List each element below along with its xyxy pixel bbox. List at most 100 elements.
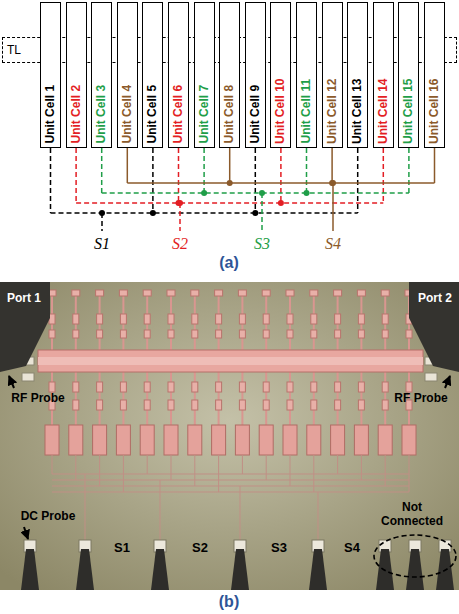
unit-cell-box: Unit Cell 12 <box>322 2 343 148</box>
stub-element <box>311 400 317 410</box>
stub-element <box>49 330 55 338</box>
varactor-block <box>354 425 368 455</box>
stub-line <box>289 372 291 425</box>
stub-element <box>192 400 198 410</box>
leader-arrow <box>9 376 14 388</box>
unit-cell-box: Unit Cell 2 <box>66 2 87 148</box>
bias-line <box>203 148 205 193</box>
probe-label: RF Probe <box>394 391 447 405</box>
cell-label: Unit Cell 7 <box>197 84 211 143</box>
stub-pad <box>143 290 151 296</box>
cell-label: Unit Cell 16 <box>427 78 441 143</box>
cell-label: Unit Cell 8 <box>222 84 236 143</box>
note-label: Not Connected <box>372 500 452 529</box>
cell-label: Unit Cell 1 <box>43 84 57 143</box>
label-anchor: DC Probe <box>21 509 76 523</box>
bias-trace <box>290 455 291 486</box>
pad-name: S1 <box>114 540 130 556</box>
rf-pad <box>425 373 437 381</box>
stub-pad <box>215 290 223 296</box>
bias-bus <box>76 202 383 204</box>
stub-element <box>73 400 79 410</box>
stub-pad <box>96 290 104 296</box>
panel-label: (b) <box>219 592 239 611</box>
label-anchor: Port 1 <box>7 291 41 305</box>
stub-element <box>263 330 269 338</box>
bias-line <box>408 148 410 193</box>
stub-element <box>216 330 222 338</box>
stub-element <box>49 382 55 392</box>
pad-trace <box>318 492 319 540</box>
stub-element <box>97 400 103 410</box>
cell-label: Unit Cell 5 <box>146 84 160 143</box>
stub-line <box>241 372 243 425</box>
unit-cell-box: Unit Cell 10 <box>270 2 291 148</box>
signal-name: S3 <box>254 234 270 253</box>
stub-element <box>358 314 364 324</box>
varactor-block <box>259 425 273 455</box>
rf-probe <box>409 282 459 372</box>
stub-pad <box>357 290 365 296</box>
bias-line <box>383 148 385 203</box>
signal-name: S2 <box>172 234 188 253</box>
cell-label: Unit Cell 3 <box>94 84 108 143</box>
stub-pad <box>72 290 80 296</box>
varactor-block <box>235 425 249 455</box>
junction-dot <box>99 210 105 216</box>
bias-line <box>50 148 52 213</box>
stub-pad <box>381 290 389 296</box>
stub-element <box>406 382 412 392</box>
cell-label: Unit Cell 13 <box>351 78 365 143</box>
stub-element <box>335 330 341 338</box>
bias-trace <box>361 455 362 480</box>
stub-element <box>97 314 103 324</box>
probe-label: DC Probe <box>21 509 76 523</box>
stub-element <box>144 400 150 410</box>
bias-line <box>101 148 103 193</box>
stub-line <box>313 372 315 425</box>
bias-trace <box>75 455 76 480</box>
cell-label: Unit Cell 2 <box>69 84 83 143</box>
dc-probe <box>406 549 424 590</box>
stub-element <box>120 314 126 324</box>
stub-element <box>216 314 222 324</box>
port-label: Port 2 <box>418 291 452 305</box>
unit-cell-box: Unit Cell 1 <box>40 2 61 148</box>
bias-bus-trace <box>52 480 409 481</box>
stub-element <box>192 330 198 338</box>
pad-name: S4 <box>344 540 360 556</box>
stub-line <box>146 372 148 425</box>
label-anchor: RF Probe <box>394 391 447 405</box>
stub-pad <box>238 290 246 296</box>
dc-probe <box>76 549 94 590</box>
bias-line <box>127 148 129 183</box>
stub-element <box>192 314 198 324</box>
bias-bus <box>102 192 409 194</box>
unit-cell-box: Unit Cell 9 <box>245 2 266 148</box>
unit-cell-box: Unit Cell 5 <box>142 2 163 148</box>
bias-trace <box>99 455 100 486</box>
stub-element <box>382 400 388 410</box>
bias-bus-trace <box>52 492 409 493</box>
cell-label: Unit Cell 11 <box>299 78 313 143</box>
region-label: TL <box>7 43 21 57</box>
unit-cell-box: Unit Cell 4 <box>117 2 138 148</box>
rf-pad <box>22 373 34 381</box>
varactor-block <box>331 425 345 455</box>
varactor-block <box>378 425 392 455</box>
stub-element <box>239 314 245 324</box>
stub-element <box>263 314 269 324</box>
cell-label: Unit Cell 9 <box>248 84 262 143</box>
label-anchor: S4 <box>344 540 360 556</box>
stub-element <box>335 382 341 392</box>
stub-pad <box>191 290 199 296</box>
dc-probe <box>21 549 39 590</box>
bias-line <box>434 148 436 183</box>
bias-line <box>306 148 308 193</box>
stub-element <box>144 382 150 392</box>
bias-trace <box>194 455 195 486</box>
label-anchor: S3 <box>271 540 287 556</box>
junction-dot <box>330 180 336 186</box>
cell-label: Unit Cell 4 <box>120 84 134 143</box>
bias-line <box>229 148 231 183</box>
